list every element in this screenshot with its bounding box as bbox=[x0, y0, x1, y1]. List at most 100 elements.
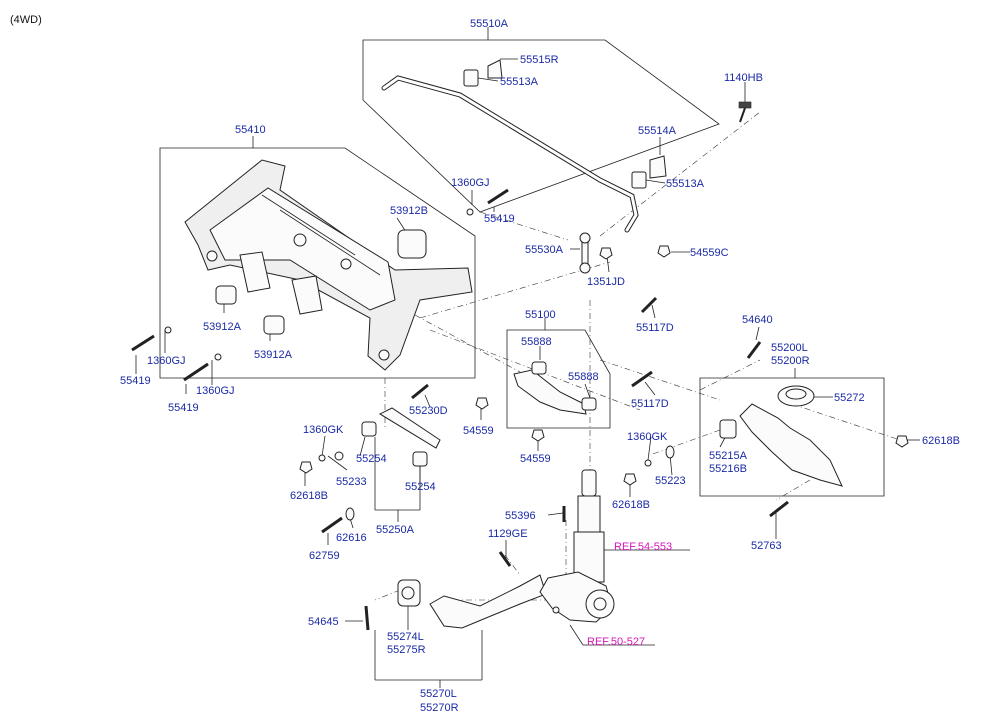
label-53912a-1: 53912A bbox=[203, 321, 242, 333]
ref-50-527[interactable]: REF.50-527 bbox=[587, 636, 645, 648]
label-1360gj-2: 1360GJ bbox=[147, 355, 186, 367]
label-54559-1: 54559 bbox=[463, 425, 494, 437]
label-55513a-2: 55513A bbox=[666, 178, 705, 190]
lower-arm-55200 bbox=[739, 403, 843, 487]
bolt-1140hb bbox=[738, 101, 752, 109]
label-55270r: 55270R bbox=[420, 702, 459, 714]
label-62759: 62759 bbox=[309, 550, 340, 562]
label-1140hb: 1140HB bbox=[724, 72, 763, 84]
label-53912b: 53912B bbox=[390, 205, 428, 217]
label-55117d-1: 55117D bbox=[636, 322, 674, 334]
bolt-55117d-2 bbox=[631, 370, 653, 388]
knuckle-assembly bbox=[539, 571, 615, 623]
label-55200r: 55200R bbox=[771, 355, 810, 367]
label-1360gj-3: 1360GJ bbox=[196, 385, 235, 397]
label-62616: 62616 bbox=[336, 532, 367, 544]
label-1360gk-2: 1360GK bbox=[627, 431, 668, 443]
nut-62618b-3 bbox=[895, 435, 909, 448]
label-55530a: 55530A bbox=[525, 244, 564, 256]
washer-55233 bbox=[334, 451, 344, 461]
shock-absorber bbox=[573, 469, 605, 583]
label-55510a: 55510A bbox=[470, 18, 509, 30]
bolt-55419-1 bbox=[487, 188, 509, 205]
label-1360gj-1: 1360GJ bbox=[451, 177, 490, 189]
label-55117d-2: 55117D bbox=[631, 398, 669, 410]
washer-1360gk-2 bbox=[644, 459, 652, 467]
label-55396: 55396 bbox=[505, 510, 536, 522]
label-55215a: 55215A bbox=[709, 450, 748, 462]
crossmember-55410 bbox=[184, 159, 473, 371]
label-55513a-1: 55513A bbox=[500, 76, 539, 88]
bolt-52763 bbox=[769, 500, 789, 518]
drive-type-label: (4WD) bbox=[10, 14, 42, 26]
label-53912a-2: 53912A bbox=[254, 349, 293, 361]
bolt-54645 bbox=[364, 605, 370, 631]
label-54559-2: 54559 bbox=[520, 453, 551, 465]
label-55515r: 55515R bbox=[520, 54, 559, 66]
label-55888-2: 55888 bbox=[568, 371, 599, 383]
washer-1360gj-2 bbox=[164, 326, 172, 334]
nut-54559-1 bbox=[475, 397, 489, 410]
label-55254-2: 55254 bbox=[405, 481, 436, 493]
label-54640: 54640 bbox=[742, 314, 773, 326]
label-54645: 54645 bbox=[308, 616, 339, 628]
label-55250a: 55250A bbox=[376, 524, 415, 536]
bushing-53912a-1 bbox=[215, 285, 237, 305]
label-52763: 52763 bbox=[751, 540, 782, 552]
label-55275r: 55275R bbox=[387, 644, 426, 656]
label-55254-1: 55254 bbox=[356, 453, 387, 465]
label-55216b: 55216B bbox=[709, 463, 747, 475]
label-1129ge: 1129GE bbox=[488, 528, 528, 540]
bushing-55513a-rear bbox=[631, 171, 647, 189]
assist-arm-55250a bbox=[378, 407, 441, 449]
label-55270l: 55270L bbox=[420, 688, 457, 700]
bushing-55888-1 bbox=[531, 361, 547, 375]
crossmember-group-box bbox=[159, 147, 476, 379]
label-55410: 55410 bbox=[235, 124, 266, 136]
label-55230d: 55230D bbox=[409, 405, 448, 417]
label-55419-3: 55419 bbox=[168, 402, 199, 414]
nut-54559-2 bbox=[531, 429, 545, 442]
label-55223: 55223 bbox=[655, 475, 686, 487]
nut-1351jd bbox=[599, 247, 613, 260]
bracket-55515r bbox=[487, 59, 503, 79]
upper-arm-group-box bbox=[506, 329, 611, 429]
label-1351jd: 1351JD bbox=[587, 276, 625, 288]
label-54559c: 54559C bbox=[690, 247, 729, 259]
bolt-55419-2 bbox=[131, 334, 155, 352]
nut-62618b-2 bbox=[623, 473, 637, 486]
label-62618b-1: 62618B bbox=[290, 490, 328, 502]
bushing-55215a bbox=[719, 419, 737, 439]
bolt-54640 bbox=[746, 341, 762, 359]
bolt-55230d bbox=[411, 383, 429, 400]
label-55274l: 55274L bbox=[387, 631, 424, 643]
label-55100: 55100 bbox=[525, 309, 556, 321]
bolt-1129ge bbox=[498, 551, 512, 567]
nut-54559c bbox=[657, 245, 671, 258]
bracket-55514a bbox=[649, 155, 667, 179]
label-62618b-2: 62618B bbox=[612, 499, 650, 511]
ref-54-553[interactable]: REF.54-553 bbox=[614, 541, 672, 553]
lower-arm-group-box bbox=[699, 377, 885, 497]
bushing-53912b bbox=[397, 229, 427, 259]
bushing-55513a-front bbox=[463, 69, 479, 87]
washer-1360gj-3 bbox=[214, 353, 222, 361]
washer-1360gj-1 bbox=[466, 208, 474, 216]
washer-1360gk-1 bbox=[318, 454, 326, 462]
stabilizer-group-box bbox=[362, 39, 720, 213]
washer-62616 bbox=[345, 507, 355, 521]
bolt-62759 bbox=[321, 516, 343, 534]
label-62618b-3: 62618B bbox=[922, 435, 960, 447]
bushing-55254-1 bbox=[361, 421, 377, 437]
washer-55223 bbox=[665, 445, 675, 459]
label-55200l: 55200L bbox=[771, 342, 808, 354]
label-55419-2: 55419 bbox=[120, 375, 151, 387]
label-55514a: 55514A bbox=[638, 125, 677, 137]
label-55233: 55233 bbox=[336, 476, 367, 488]
bushing-55254-2 bbox=[412, 451, 428, 467]
label-55272: 55272 bbox=[834, 392, 865, 404]
nut-62618b-1 bbox=[299, 461, 313, 474]
label-55419-1: 55419 bbox=[484, 213, 515, 225]
